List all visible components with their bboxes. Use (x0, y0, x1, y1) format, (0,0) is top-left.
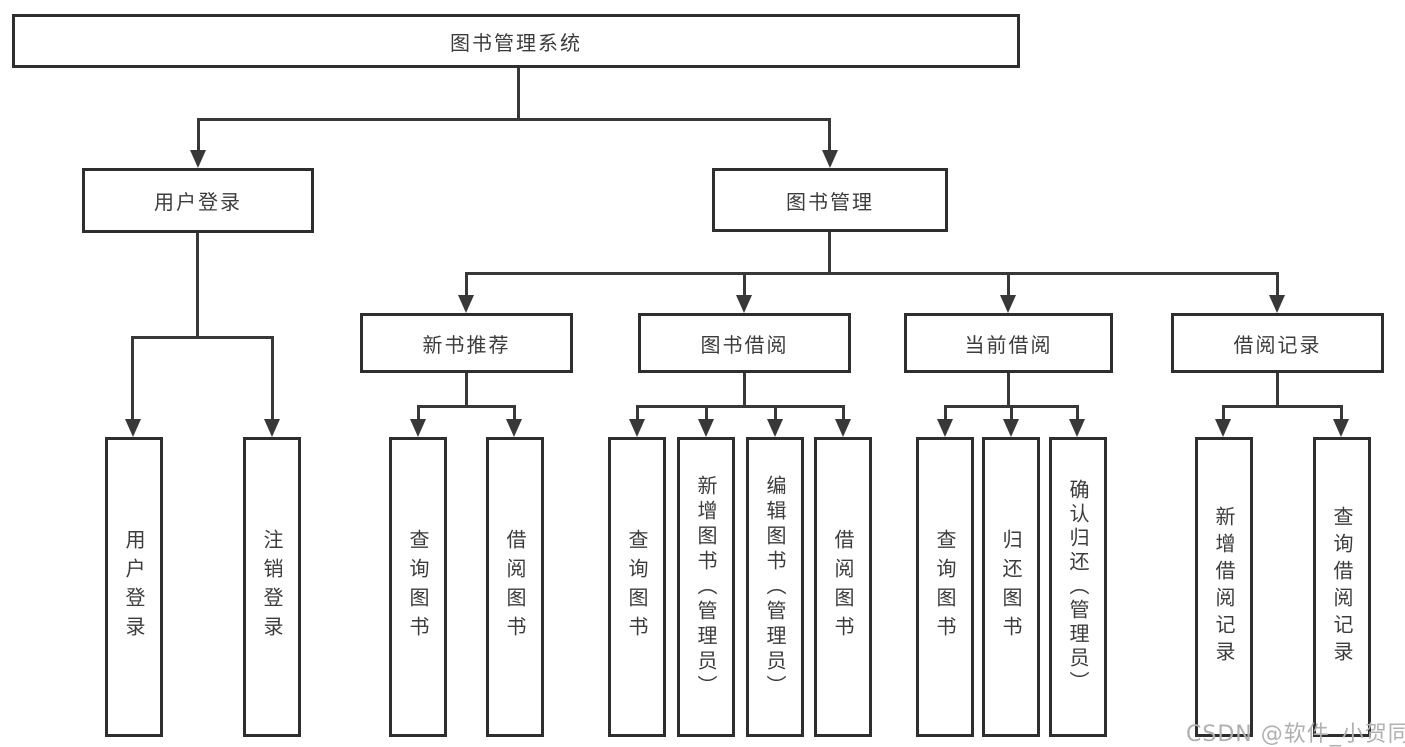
leaf-query-books-recommend: 查询图书 (389, 437, 447, 737)
leaf-confirm-return-admin: 确认归还（管理员） (1049, 437, 1107, 737)
arrow-down-icon (1000, 295, 1016, 313)
arrow-down-icon (629, 419, 645, 437)
connector-line (1222, 405, 1343, 408)
connector-line (1007, 373, 1010, 405)
connector-line (1276, 272, 1279, 295)
connector-line (1222, 405, 1225, 421)
node-borrowing-records: 借阅记录 (1171, 313, 1384, 373)
connector-line (636, 405, 639, 421)
connector-line (465, 272, 468, 295)
leaf-query-books-borrowing: 查询图书 (608, 437, 666, 737)
leaf-logout: 注销登录 (243, 437, 301, 737)
leaf-user-login: 用户登录 (105, 437, 163, 737)
connector-line (465, 373, 468, 405)
arrow-down-icon (125, 419, 141, 437)
arrow-down-icon (410, 419, 426, 437)
node-book-management: 图书管理 (712, 168, 948, 232)
connector-line (417, 405, 515, 408)
connector-line (271, 336, 274, 419)
node-book-management-label: 图书管理 (786, 189, 874, 214)
node-library-system-label: 图书管理系统 (450, 30, 582, 55)
connector-line (1010, 405, 1013, 421)
node-new-book-recommendation: 新书推荐 (360, 313, 573, 373)
connector-line (944, 405, 947, 421)
arrow-down-icon (736, 295, 752, 313)
connector-line (828, 232, 831, 272)
connector-line (705, 405, 708, 421)
node-current-borrowing: 当前借阅 (904, 313, 1113, 373)
arrow-down-icon (458, 295, 474, 313)
arrow-down-icon (822, 150, 838, 168)
connector-line (196, 233, 199, 336)
leaf-edit-book-admin: 编辑图书（管理员） (746, 437, 804, 737)
arrow-down-icon (190, 150, 206, 168)
connector-line (131, 336, 134, 419)
connector-line (1276, 373, 1279, 405)
node-library-system: 图书管理系统 (12, 14, 1020, 68)
csdn-watermark: CSDN @软件_小贺同学 (1186, 722, 1405, 747)
arrow-down-icon (1333, 419, 1349, 437)
arrow-down-icon (264, 419, 280, 437)
connector-line (636, 405, 844, 408)
arrow-down-icon (1003, 419, 1019, 437)
connector-line (774, 405, 777, 421)
node-borrowing-records-label: 借阅记录 (1233, 332, 1322, 357)
connector-line (197, 118, 200, 152)
connector-line (1007, 272, 1010, 295)
node-book-borrowing: 图书借阅 (638, 313, 851, 373)
arrow-down-icon (1215, 419, 1231, 437)
leaf-return-book: 归还图书 (982, 437, 1040, 737)
leaf-borrow-books-recommend: 借阅图书 (486, 437, 544, 737)
leaf-borrow-books-borrowing: 借阅图书 (814, 437, 872, 737)
arrow-down-icon (698, 419, 714, 437)
connector-line (513, 405, 516, 421)
leaf-query-borrow-record: 查询借阅记录 (1313, 437, 1371, 737)
node-user-login: 用户登录 (82, 168, 314, 233)
node-current-borrowing-label: 当前借阅 (964, 332, 1053, 357)
leaf-add-borrow-record: 新增借阅记录 (1195, 437, 1253, 737)
node-new-book-recommendation-label: 新书推荐 (422, 332, 511, 357)
connector-line (828, 118, 831, 152)
leaf-add-book-admin: 新增图书（管理员） (677, 437, 735, 737)
connector-line (465, 272, 1278, 275)
connector-line (743, 373, 746, 405)
arrow-down-icon (506, 419, 522, 437)
connector-line (517, 68, 520, 118)
leaf-query-books-current: 查询图书 (916, 437, 974, 737)
connector-line (1076, 405, 1079, 421)
arrow-down-icon (835, 419, 851, 437)
connector-line (1340, 405, 1343, 421)
arrow-down-icon (1269, 295, 1285, 313)
node-user-login-label: 用户登录 (154, 190, 242, 214)
connector-line (197, 118, 831, 121)
arrow-down-icon (937, 419, 953, 437)
connector-line (743, 272, 746, 295)
connector-line (417, 405, 420, 421)
arrow-down-icon (1069, 419, 1085, 437)
node-book-borrowing-label: 图书借阅 (700, 332, 789, 357)
connector-line (842, 405, 845, 421)
connector-line (131, 336, 273, 339)
arrow-down-icon (767, 419, 783, 437)
